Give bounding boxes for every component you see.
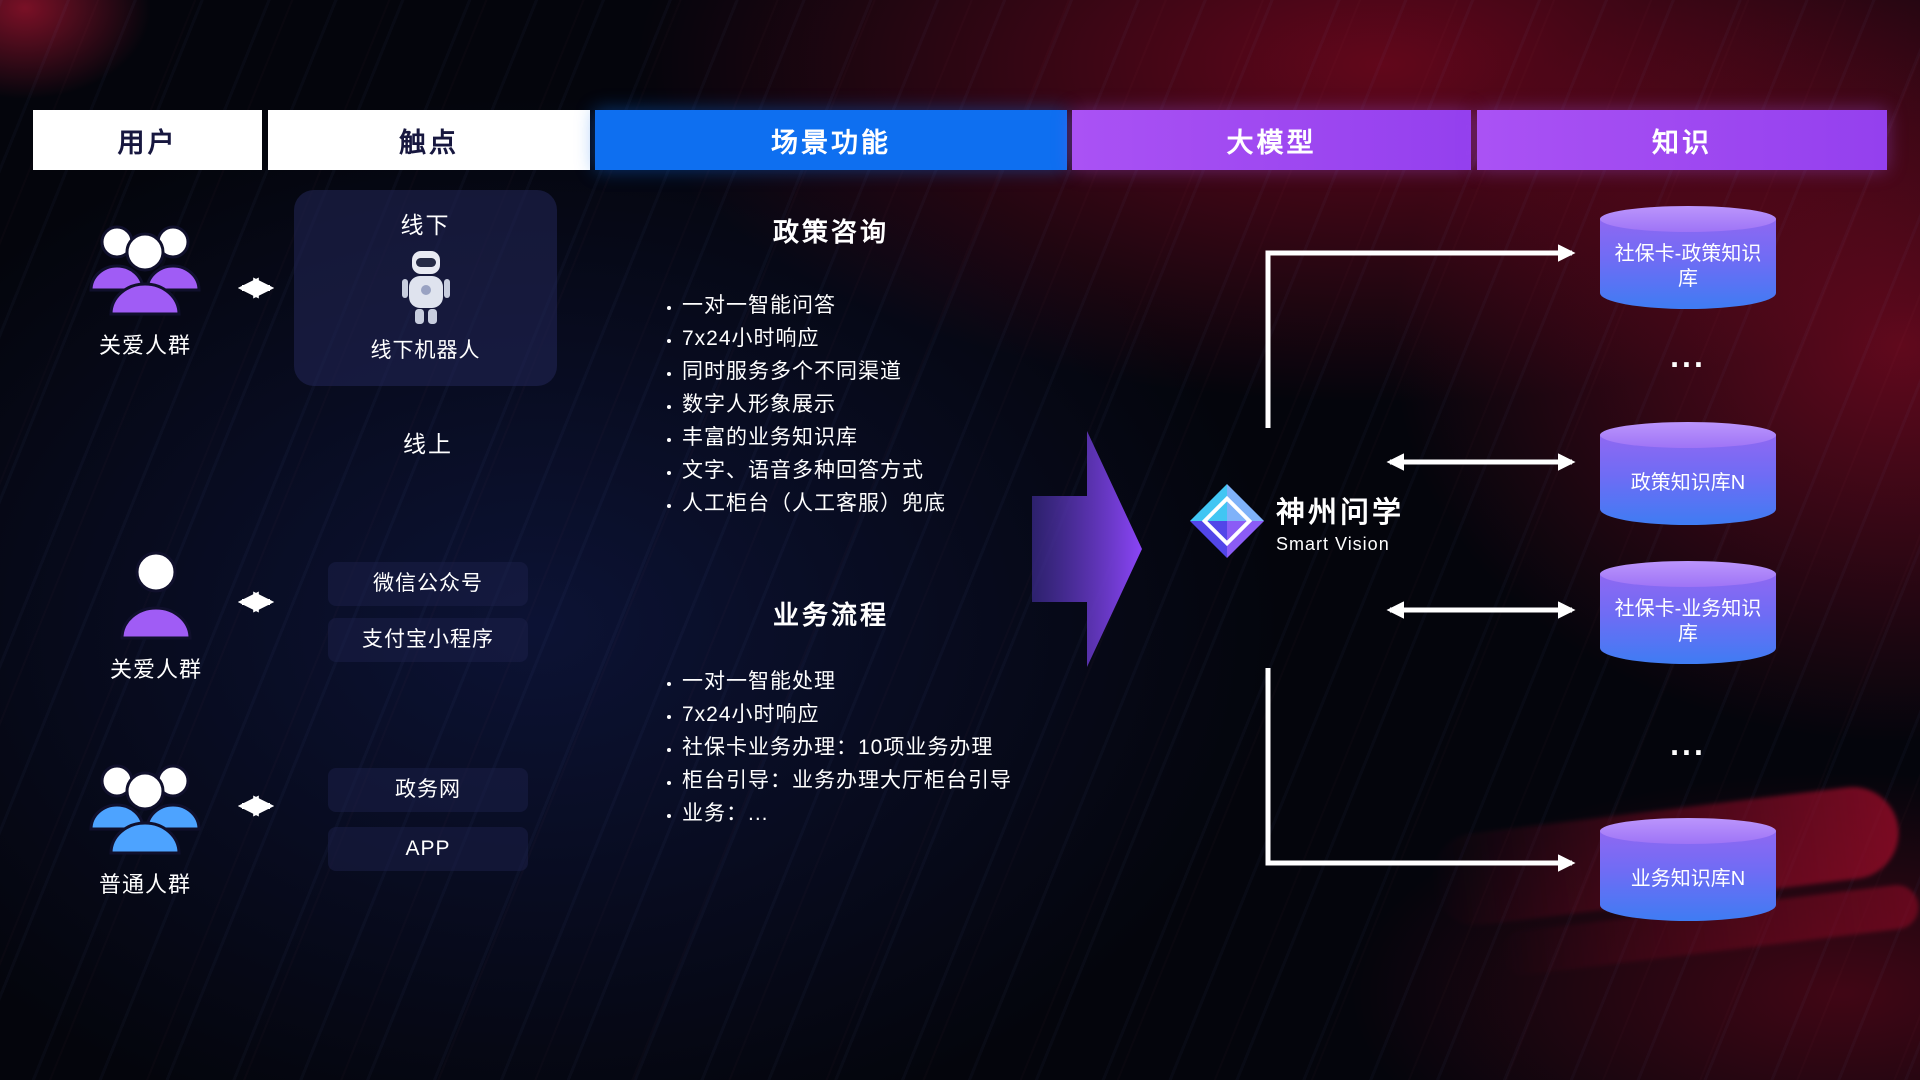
bullet-item: 一对一智能问答 [682, 289, 1092, 322]
db-label: 社保卡-政策知识库 [1614, 243, 1762, 290]
bullet-item: 文字、语音多种回答方式 [682, 454, 1092, 487]
user-group-label: 普通人群 [98, 872, 191, 897]
model-name: 神州问学 [1276, 497, 1405, 529]
user-group-label: 关爱人群 [110, 657, 203, 682]
group-people-icon [89, 225, 201, 316]
bullet-item: 业务：... [682, 797, 1092, 830]
ellipsis-more: ... [1670, 338, 1706, 374]
bullet-item: 7x24小时响应 [682, 322, 1092, 355]
user-group-label: 关爱人群 [98, 333, 191, 358]
touchpoint-alipay: 支付宝小程序 [328, 618, 528, 662]
header-touchpoints: 触点 [268, 110, 590, 170]
group-people-icon [89, 764, 201, 855]
db-label: 社保卡-业务知识库 [1614, 598, 1762, 645]
model-brand: 神州问学 Smart Vision [1276, 489, 1404, 555]
bullet-item: 数字人形象展示 [682, 388, 1092, 421]
knowledge-db-policy-n: 政策知识库N [1600, 422, 1776, 525]
db-label: 业务知识库N [1630, 867, 1746, 890]
user-group-care-1: 关爱人群 [85, 216, 205, 360]
offline-robot-label: 线下机器人 [370, 339, 481, 362]
diamond-logo-icon [1189, 483, 1265, 559]
person-icon [120, 551, 192, 640]
bullet-item: 柜台引导：业务办理大厅柜台引导 [682, 764, 1092, 797]
bullet-item: 人工柜台（人工客服）兜底 [682, 487, 1092, 520]
model-subtitle: Smart Vision [1276, 534, 1390, 554]
db-label: 政策知识库N [1630, 471, 1746, 494]
knowledge-db-ssc-policy: 社保卡-政策知识库 [1600, 206, 1776, 309]
bullet-item: 7x24小时响应 [682, 698, 1092, 731]
user-group-ordinary: 普通人群 [85, 755, 205, 899]
online-title: 线上 [403, 431, 453, 457]
touchpoint-app: APP [328, 827, 528, 871]
bullet-item: 社保卡业务办理：10项业务办理 [682, 731, 1092, 764]
flow-arrow-icon [1032, 431, 1142, 667]
header-users: 用户 [33, 110, 262, 170]
user-group-care-2: 关爱人群 [110, 548, 202, 684]
business-bullet-list: 一对一智能处理 7x24小时响应 社保卡业务办理：10项业务办理 柜台引导：业务… [660, 665, 1092, 830]
policy-consult-title: 政策咨询 [772, 217, 889, 247]
robot-icon [401, 251, 450, 324]
offline-touchpoint-panel: 线下 线下机器人 [294, 190, 557, 386]
header-scene-functions: 场景功能 [595, 110, 1067, 170]
knowledge-db-ssc-business: 社保卡-业务知识库 [1600, 561, 1776, 664]
ellipsis-more: ... [1670, 726, 1706, 762]
bullet-item: 同时服务多个不同渠道 [682, 355, 1092, 388]
bullet-item: 一对一智能处理 [682, 665, 1092, 698]
bullet-item: 丰富的业务知识库 [682, 421, 1092, 454]
header-large-model: 大模型 [1072, 110, 1471, 170]
offline-title: 线下 [400, 212, 451, 238]
policy-bullet-list: 一对一智能问答 7x24小时响应 同时服务多个不同渠道 数字人形象展示 丰富的业… [660, 289, 1092, 520]
header-knowledge: 知识 [1477, 110, 1887, 170]
touchpoint-wechat: 微信公众号 [328, 562, 528, 606]
business-process-title: 业务流程 [772, 600, 889, 630]
knowledge-db-business-n: 业务知识库N [1600, 818, 1776, 921]
touchpoint-gov-web: 政务网 [328, 768, 528, 812]
